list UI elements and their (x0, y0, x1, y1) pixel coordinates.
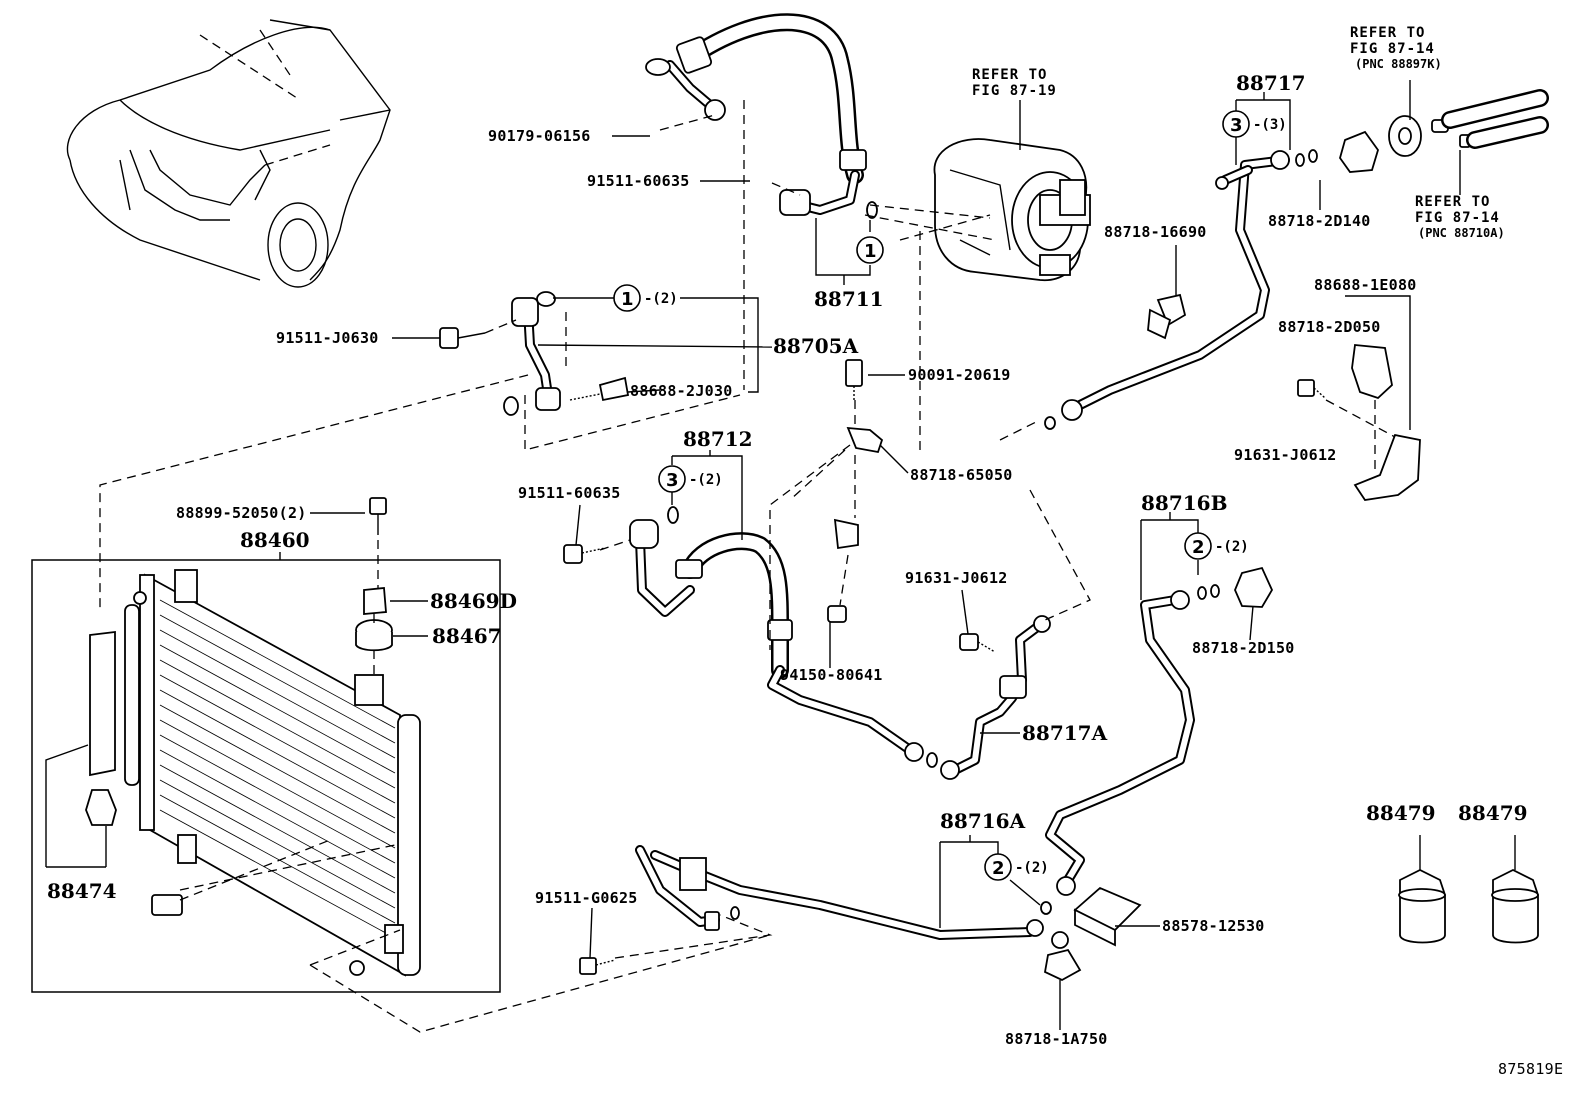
label-88716a: 88716A (940, 809, 1026, 833)
condenser-group-box (31, 559, 501, 993)
label-91511-60635-mid: 91511-60635 (518, 484, 621, 502)
clip-88718-1a750-illustration (1043, 931, 1082, 982)
key-circle-1-top: 1 (856, 236, 884, 264)
cushion-88467-illustration (355, 619, 393, 652)
label-91511-60635-top: 91511-60635 (587, 172, 690, 190)
bolt-91511-60635-illustration (563, 544, 606, 564)
label-88688-1e080: 88688-1E080 (1314, 276, 1417, 294)
label-88469d: 88469D (430, 589, 517, 613)
bracket-88718-65050-illustration (827, 359, 884, 623)
label-90091-20619: 90091-20619 (908, 366, 1011, 384)
label-88712: 88712 (683, 427, 753, 451)
leader-lines (310, 92, 1321, 1030)
refer-note-88897k-line1: REFER TO (1350, 25, 1425, 41)
label-91631-j0612-mid: 91631-J0612 (905, 569, 1008, 587)
label-88467: 88467 (432, 624, 502, 648)
refrigerant-can-88479-a (1398, 835, 1446, 944)
diagram-id: 875819E (1498, 1060, 1563, 1078)
refer-note-88710a-line3: (PNC 88710A) (1418, 226, 1505, 240)
pipe-88716b-illustration (1045, 566, 1274, 896)
svg-text:3: 3 (1230, 115, 1243, 136)
label-91511-j0630: 91511-J0630 (276, 329, 379, 347)
key-circle-2-right: 2 (1184, 532, 1212, 560)
svg-text:1: 1 (864, 241, 877, 262)
condenser-88460-illustration (85, 569, 421, 977)
refer-note-88897k-line2: FIG 87-14 (1350, 41, 1435, 57)
qty-circle-2-right: -(2) (1215, 539, 1249, 555)
refer-note-88897k-line3: (PNC 88897K) (1355, 57, 1442, 71)
bracket-88688-1e080-illustration (1297, 344, 1421, 501)
label-91511-g0625: 91511-G0625 (535, 889, 638, 907)
svg-text:1: 1 (621, 289, 634, 310)
qty-circle-1-mid: -(2) (644, 291, 678, 307)
compressor-illustration (933, 100, 1091, 282)
cushion-88469d-illustration (363, 587, 387, 615)
label-88479-left: 88479 (1366, 801, 1436, 825)
refer-note-88710a-line2: FIG 87-14 (1415, 210, 1500, 226)
label-88718-16690: 88718-16690 (1104, 223, 1207, 241)
label-88474: 88474 (47, 879, 117, 903)
label-94150-80641: 94150-80641 (780, 666, 883, 684)
label-88899-52050: 88899-52050(2) (176, 504, 307, 522)
valve-88688-2j030-illustration (569, 376, 630, 402)
qty-circle-3-right: -(3) (1253, 117, 1287, 133)
label-88717: 88717 (1236, 71, 1306, 95)
qty-circle-3-mid: -(2) (689, 472, 723, 488)
refer-note-87-19-line1: REFER TO (972, 67, 1047, 83)
pipe-88716a-illustration (579, 845, 1052, 975)
label-88718-1a750: 88718-1A750 (1005, 1030, 1108, 1048)
key-circle-3-right: 3 (1222, 110, 1250, 138)
label-88460: 88460 (240, 528, 310, 552)
bolt-91511-j0630-illustration (439, 327, 486, 349)
key-circle-1-mid: 1 (613, 284, 641, 312)
bolt-91511-g0625-illustration (579, 957, 616, 975)
bolt-88899-52050-illustration (369, 497, 387, 535)
discharge-hose-88711 (645, 13, 878, 219)
label-88718-2d150: 88718-2D150 (1192, 639, 1295, 657)
pipe-88717a-illustration (926, 615, 1051, 780)
condenser-fins (159, 599, 396, 939)
key-circle-3-mid: 3 (658, 465, 686, 493)
label-88578-12530: 88578-12530 (1162, 917, 1265, 935)
label-88688-2j030: 88688-2J030 (630, 382, 733, 400)
fitting-88897k-illustration (1388, 89, 1549, 157)
pipe-88717-illustration (1044, 130, 1379, 430)
label-90179-06156: 90179-06156 (488, 127, 591, 145)
hose-88712-illustration (563, 506, 924, 762)
svg-text:2: 2 (992, 858, 1005, 879)
label-88716b: 88716B (1141, 491, 1227, 515)
suction-pipe-88705a (439, 291, 630, 416)
svg-text:2: 2 (1192, 537, 1205, 558)
label-88711: 88711 (814, 287, 884, 311)
refer-note-88710a-line1: REFER TO (1415, 194, 1490, 210)
qty-circle-2-bottom: -(2) (1015, 860, 1049, 876)
key-circle-2-bottom: 2 (984, 853, 1012, 881)
label-88718-65050: 88718-65050 (910, 466, 1013, 484)
vehicle-outline-illustration (66, 19, 391, 288)
label-88718-2d140: 88718-2D140 (1268, 212, 1371, 230)
bolt-91631-j0612-illustration (959, 633, 996, 653)
label-88705a: 88705A (773, 334, 859, 358)
clip-88718-16690-illustration (1147, 293, 1187, 340)
label-88479-right: 88479 (1458, 801, 1528, 825)
block-88578-12530-illustration (1073, 886, 1142, 947)
svg-text:3: 3 (666, 470, 679, 491)
label-88717a: 88717A (1022, 721, 1108, 745)
label-88718-2d050: 88718-2D050 (1278, 318, 1381, 336)
refrigerant-can-88479-b (1491, 835, 1539, 944)
label-91631-j0612-right: 91631-J0612 (1234, 446, 1337, 464)
refer-note-87-19-line2: FIG 87-19 (972, 83, 1057, 99)
